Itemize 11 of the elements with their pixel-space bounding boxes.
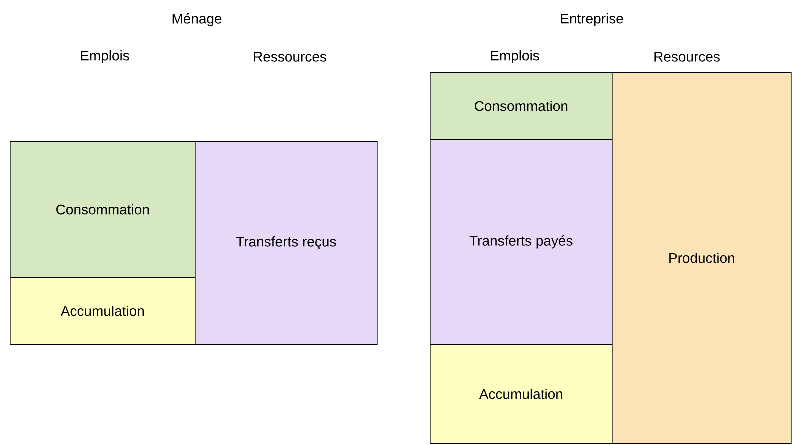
table-cell: Accumulation bbox=[10, 277, 196, 345]
table-cell: Production bbox=[612, 72, 792, 444]
table-cell: Consommation bbox=[430, 72, 613, 140]
table-cell: Consommation bbox=[10, 141, 196, 278]
group-heading: Entreprise bbox=[561, 13, 624, 27]
table-cell: Transferts payés bbox=[430, 139, 613, 345]
column-heading: Ressources bbox=[254, 52, 326, 62]
group-heading: Ménage bbox=[172, 13, 222, 27]
table-cell: Transferts reçus bbox=[195, 141, 378, 345]
column-heading: Emplois bbox=[81, 50, 130, 64]
table-cell: Accumulation bbox=[430, 344, 613, 444]
